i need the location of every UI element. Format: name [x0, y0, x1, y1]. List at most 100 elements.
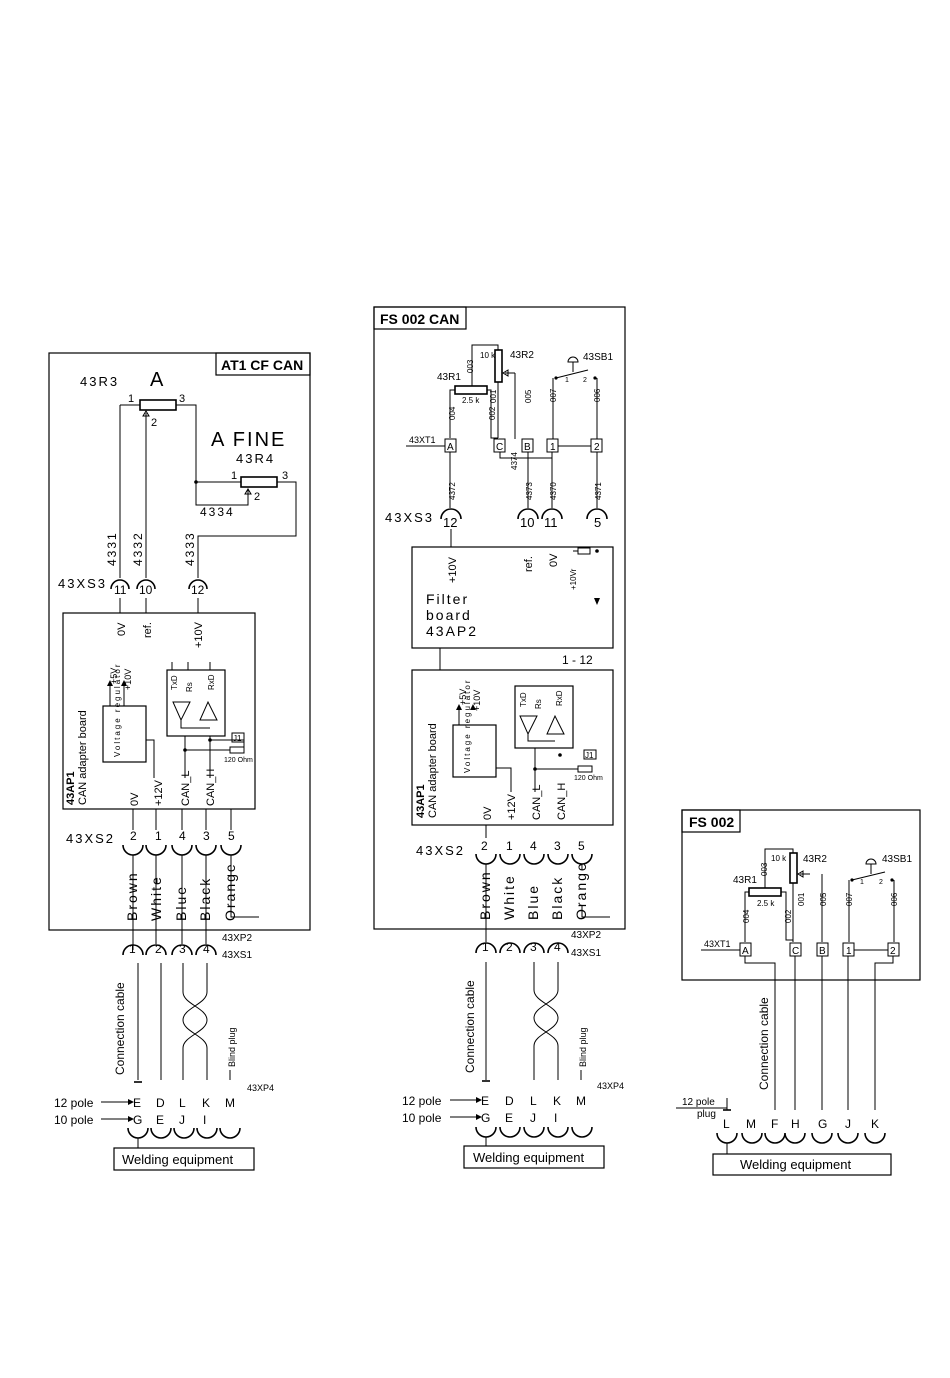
r3-pin3: 3: [179, 393, 185, 405]
termination-resistor: [229, 746, 245, 754]
r2-wiper-arrow: [797, 870, 804, 878]
terminal-a-label: A: [447, 442, 454, 453]
bot-can-h: CAN_H: [556, 783, 568, 820]
receiver-triangle: [199, 700, 218, 721]
r2-value: 10 k: [771, 854, 787, 863]
xs1-pin: 4: [203, 942, 210, 956]
xs1-pin: 3: [179, 942, 186, 956]
xt1-label: 43XT1: [704, 939, 731, 949]
xs1-pin: 3: [530, 940, 537, 954]
rs-label: Rs: [534, 699, 543, 709]
r3-wiper-arrow: [142, 410, 150, 417]
termination-resistor: [577, 765, 593, 773]
pin-l: L: [530, 1094, 537, 1108]
terminal-b-label: B: [819, 946, 826, 957]
welding-equipment-label: Welding equipment: [740, 1157, 851, 1172]
xs1-pin: 2: [506, 940, 513, 954]
pushbutton-icon: [567, 356, 579, 363]
r3-pin2: 2: [151, 417, 157, 429]
twisted-pair-k: [182, 963, 208, 1080]
r2-resistor: [789, 852, 798, 884]
pole12-label: 12 pole: [682, 1097, 715, 1108]
bot-can-l: CAN_L: [531, 785, 543, 820]
terminal-c-label: C: [792, 946, 799, 957]
pin-j: J: [845, 1117, 851, 1131]
sig-ref: ref.: [523, 556, 535, 572]
r3-label: 43R3: [80, 374, 119, 389]
label-4374: 4374: [510, 452, 519, 470]
rs-label: Rs: [185, 682, 194, 692]
r3-resistor: [139, 399, 177, 411]
sig-10v: +10V: [193, 621, 205, 648]
at1-enclosure: [48, 352, 311, 931]
switch-terminal: [593, 376, 597, 380]
r4-pin3: 3: [282, 470, 288, 482]
label-4331: 4331: [105, 531, 119, 566]
at1-title: AT1 CF CAN: [221, 357, 303, 373]
xs2-pin: 5: [578, 839, 585, 853]
pin-k: K: [871, 1117, 879, 1131]
label-005: 005: [819, 892, 828, 906]
pin-h: H: [791, 1117, 800, 1131]
xp2-label: 43XP2: [571, 930, 601, 941]
pole12-label: 12 pole: [54, 1096, 94, 1110]
label-007: 007: [549, 388, 558, 402]
pin-m: M: [746, 1117, 756, 1131]
pushbutton-icon: [865, 858, 877, 865]
label-005: 005: [524, 389, 533, 403]
xp2-label: 43XP2: [222, 933, 252, 944]
junction-dot: [558, 753, 562, 757]
label-006: 006: [890, 892, 899, 906]
terminal-1-label: 1: [550, 442, 556, 453]
xs2-label: 43XS2: [416, 843, 465, 858]
pin-f: F: [771, 1117, 778, 1131]
r1-resistor: [748, 887, 782, 897]
ap2-label: 43AP2: [426, 623, 478, 639]
label-001: 001: [489, 389, 498, 403]
sb-pin1: 1: [860, 879, 864, 886]
label-007: 007: [845, 892, 854, 906]
arrow-up-icon: [121, 680, 127, 686]
label-003: 003: [466, 359, 475, 373]
txd-label: TxD: [170, 675, 179, 690]
pin-i: I: [554, 1111, 557, 1125]
twisted-pair-k: [533, 962, 559, 1080]
jumper-j1: [583, 749, 597, 760]
wire-4374: [499, 452, 553, 459]
ohm-label: 120 Ohm: [224, 757, 253, 764]
wire-to-k: [874, 956, 894, 1110]
filter-label: Filter: [426, 591, 469, 607]
sig-ref: ref.: [142, 622, 154, 638]
label-4333: 4333: [183, 531, 197, 566]
r4-pin2: 2: [254, 491, 260, 503]
pin-k: K: [553, 1094, 561, 1108]
fs002-title-box: [681, 809, 741, 833]
label-4370: 4370: [549, 482, 558, 500]
pin-l: L: [723, 1117, 730, 1131]
welding-equipment-box: [463, 1145, 605, 1169]
r4-function-label: A FINE: [211, 429, 286, 451]
voltage-regulator: [452, 724, 497, 778]
terminal-b-label: B: [524, 442, 531, 453]
xs3-socket-11: [110, 579, 130, 590]
rxd-label: RxD: [555, 690, 564, 706]
fs002can-wire-colors: Brown White Blue Black Orange: [477, 861, 610, 942]
wire: [527, 734, 555, 742]
pin-d: D: [505, 1094, 514, 1108]
label-001: 001: [797, 892, 806, 906]
pin-g: G: [133, 1113, 142, 1127]
xs3-label: 43XS3: [385, 510, 434, 525]
driver-triangle: [519, 715, 538, 736]
xs3-pin: 12: [191, 583, 205, 597]
pin-e2: E: [505, 1111, 513, 1125]
xs3-pin: 12: [443, 515, 457, 530]
voltage-regulator-label: Voltage regulator: [113, 663, 122, 758]
label-006: 006: [593, 388, 602, 402]
r4-pin1: 1: [231, 470, 237, 482]
sb-pin2: 2: [583, 377, 587, 384]
voltage-regulator: [102, 705, 147, 763]
welding-equipment-label: Welding equipment: [473, 1150, 584, 1165]
pin-i: I: [203, 1113, 206, 1127]
label-002: 002: [488, 406, 497, 420]
label-003: 003: [760, 862, 769, 876]
